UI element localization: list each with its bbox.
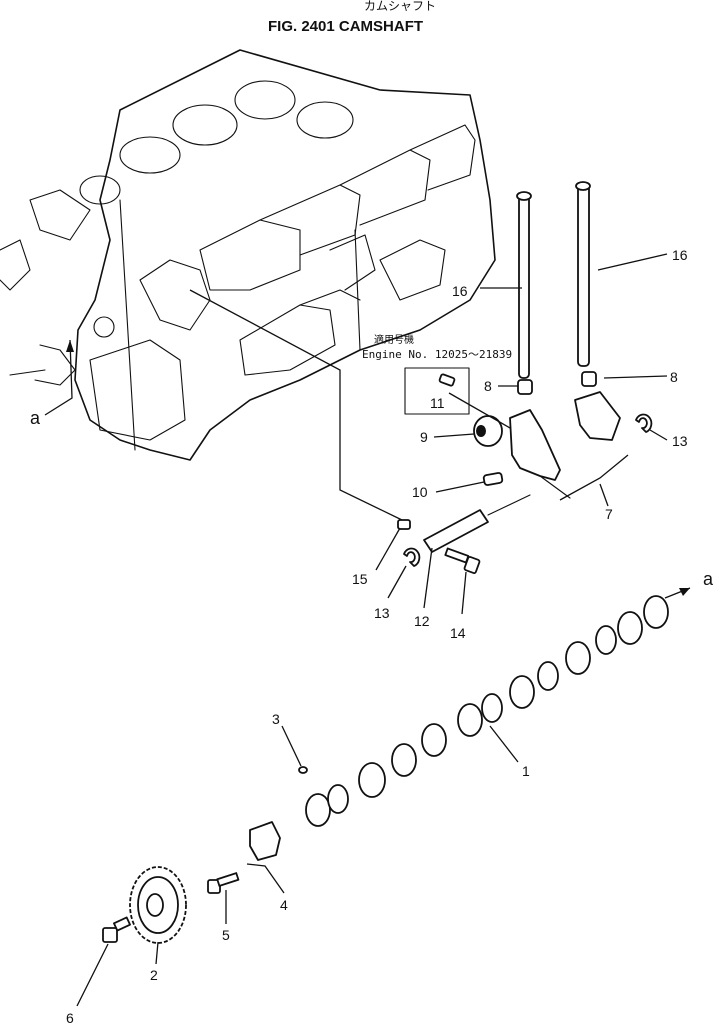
bolt-part-6 xyxy=(102,916,131,943)
snap-ring-13-upper xyxy=(635,413,653,433)
callout-7: 7 xyxy=(605,506,613,522)
diagram-title: FIG. 2401 CAMSHAFT xyxy=(268,18,423,35)
ref-label-a-left: a xyxy=(30,408,41,428)
ref-label-a-right: a xyxy=(703,569,714,589)
callout-8-left: 8 xyxy=(484,378,492,394)
applicability-box xyxy=(404,367,470,415)
rocker-shaft-part-12 xyxy=(423,494,531,553)
callout-12: 12 xyxy=(414,613,430,629)
reference-a-right: a xyxy=(664,569,714,599)
callout-13-right: 13 xyxy=(672,433,688,449)
cap-part-8-left xyxy=(517,379,533,395)
callout-16-right: 16 xyxy=(672,247,688,263)
callout-2: 2 xyxy=(150,967,158,983)
bushing-part-15 xyxy=(397,519,411,530)
callout-8-right: 8 xyxy=(670,369,678,385)
bolt-part-5 xyxy=(207,872,240,894)
bolt-part-14 xyxy=(444,547,481,574)
callout-5: 5 xyxy=(222,927,230,943)
rocker-lever-assembly xyxy=(509,391,621,499)
leader-block-to-15 xyxy=(189,289,403,521)
callout-13-lower: 13 xyxy=(374,605,390,621)
cap-part-8-right xyxy=(581,371,597,387)
callout-16-left: 16 xyxy=(452,283,468,299)
callout-3: 3 xyxy=(272,711,280,727)
push-rod-left xyxy=(516,191,532,379)
callout-14: 14 xyxy=(450,625,466,641)
cam-gear-part-2 xyxy=(129,866,187,944)
leader-lines xyxy=(76,253,668,1007)
engine-block-illustration xyxy=(0,49,496,461)
camshaft-part-1 xyxy=(305,595,669,827)
callout-11: 11 xyxy=(430,395,445,411)
callout-6: 6 xyxy=(66,1010,74,1024)
snap-ring-13-lower xyxy=(403,547,421,567)
note-engine-number: Engine No. 12025～21839 xyxy=(362,348,512,361)
callout-4: 4 xyxy=(280,897,288,913)
diagram-subtitle-jp: カムシャフト xyxy=(364,0,436,13)
callout-10: 10 xyxy=(412,484,428,500)
note-applicability-jp: 適用号機 xyxy=(374,333,414,346)
reference-a-left: a xyxy=(30,339,74,428)
callout-15: 15 xyxy=(352,571,368,587)
callout-9: 9 xyxy=(420,429,428,445)
push-rod-right xyxy=(575,181,591,367)
callout-1: 1 xyxy=(522,763,530,779)
key-part-3 xyxy=(298,766,308,774)
thrust-plate-part-4 xyxy=(249,821,281,861)
pin-part-10 xyxy=(482,472,504,486)
